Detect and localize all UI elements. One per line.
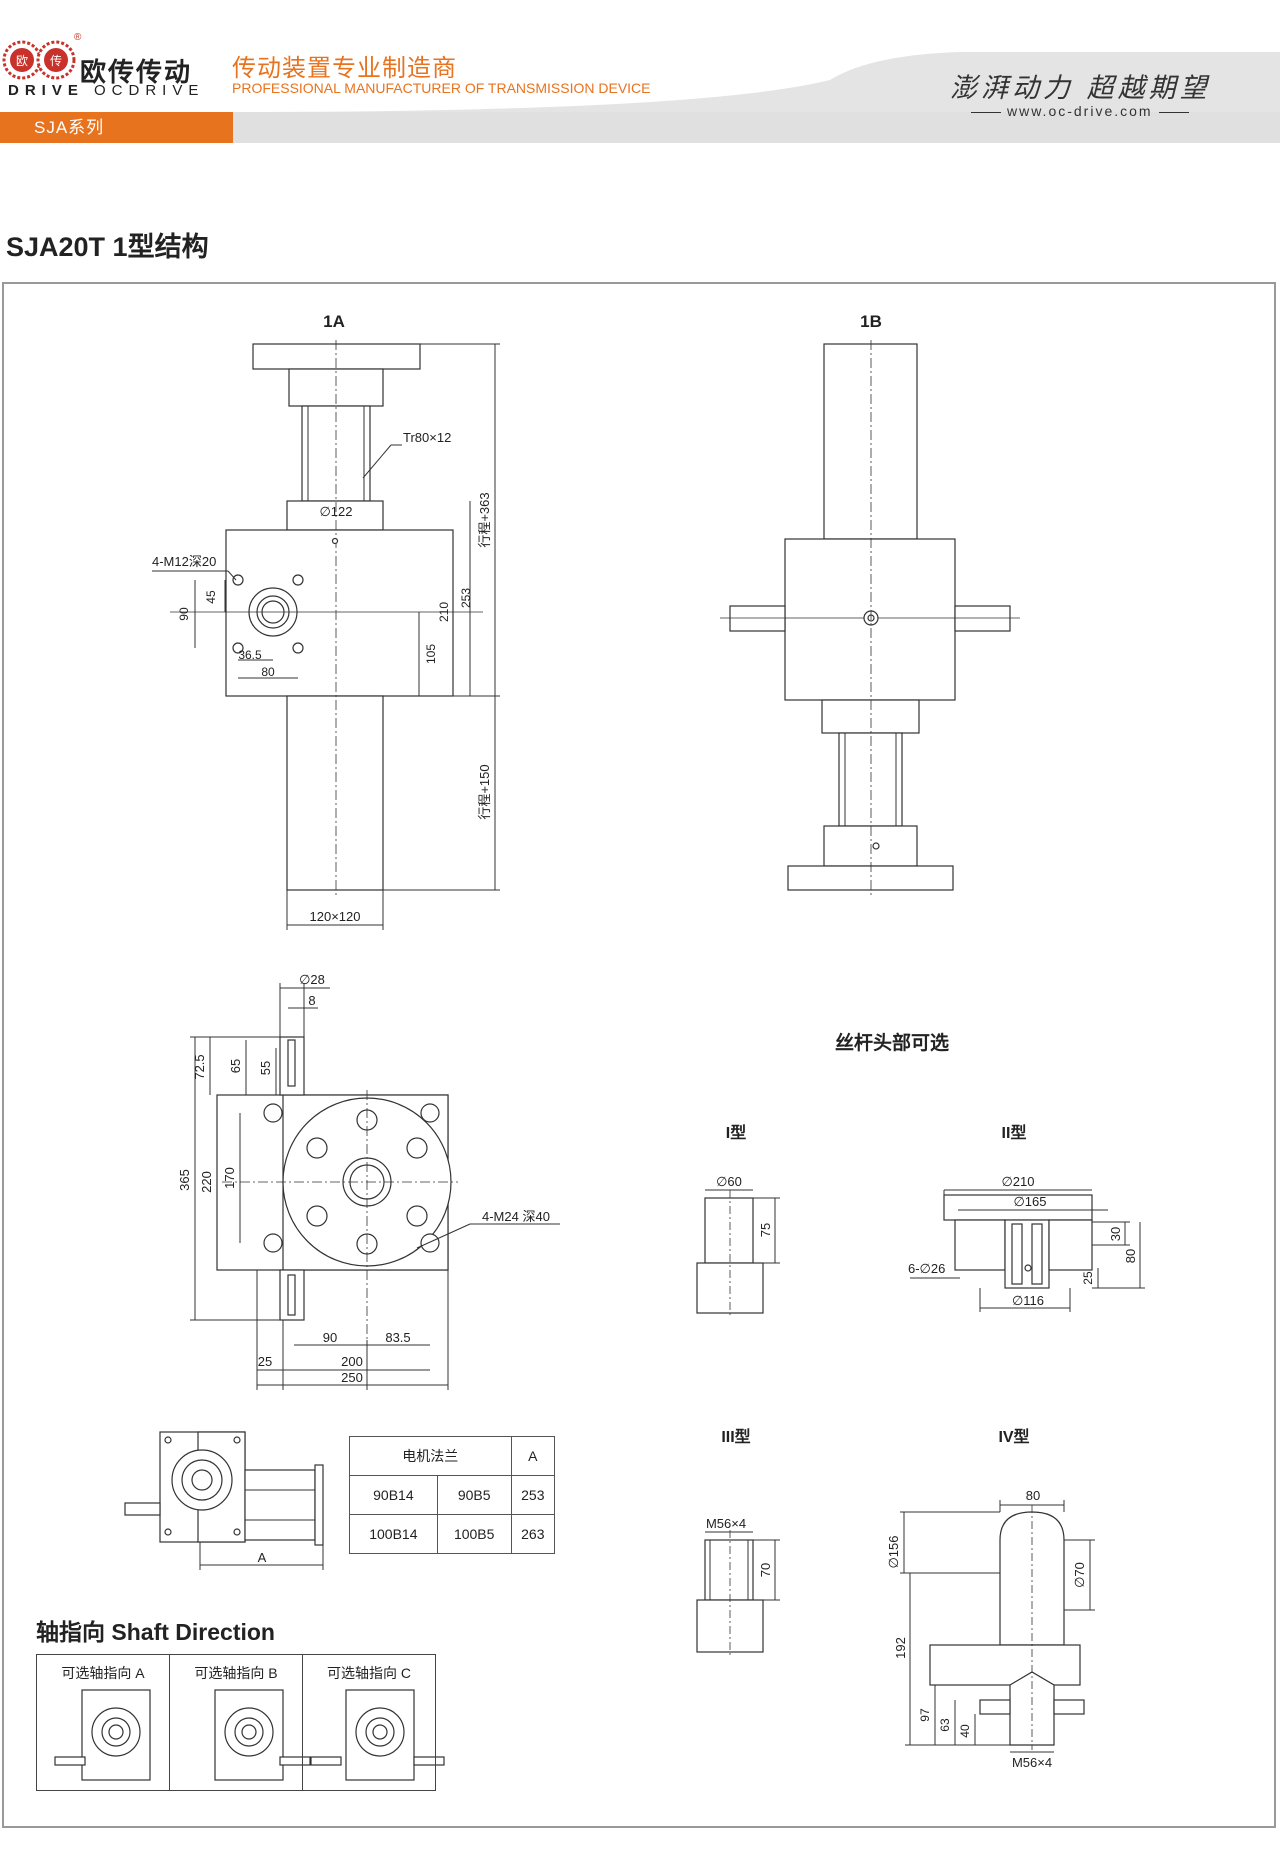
t2-30: 30	[1108, 1227, 1123, 1241]
drawing-frame	[2, 282, 1276, 1828]
website-link[interactable]: www.oc-drive.com	[965, 103, 1195, 119]
dim-105: 105	[424, 644, 438, 664]
dim-65: 65	[228, 1059, 243, 1073]
logo-chinese: 欧传传动	[80, 57, 193, 87]
t4-97: 97	[918, 1708, 932, 1722]
t4-192: 192	[893, 1637, 908, 1659]
dim-55: 55	[258, 1061, 273, 1075]
view-1a-label: 1A	[323, 312, 345, 331]
t2-80: 80	[1123, 1249, 1138, 1263]
dim-36-5: 36.5	[238, 648, 262, 662]
dim-80: 80	[261, 665, 275, 679]
t2-d165: ∅165	[1013, 1194, 1046, 1209]
stroke-363: 行程+363	[477, 492, 492, 547]
tagline-english: PROFESSIONAL MANUFACTURER OF TRANSMISSIO…	[232, 80, 651, 96]
table-cell: 90B5	[436, 1475, 512, 1515]
screw-head-options: 丝杆头部可选 I型 II型 III型 IV型 ∅60 75 ∅210 ∅165 …	[696, 1031, 1145, 1770]
page-title: SJA20T 1型结构	[6, 232, 209, 262]
thread-label: Tr80×12	[403, 430, 451, 445]
series-tab[interactable]: SJA系列	[0, 112, 233, 143]
t2-6d26: 6-∅26	[908, 1261, 945, 1276]
registered-mark: ®	[74, 32, 82, 43]
table-header-flange: 电机法兰	[349, 1436, 512, 1476]
table-cell: 100B5	[436, 1514, 512, 1554]
shaft-option-label: 可选轴指向 B	[194, 1665, 278, 1681]
table-row: 90B14 90B5 253	[349, 1475, 556, 1515]
dim-d122: ∅122	[319, 504, 352, 519]
bolt-m24-label: 4-M24 深40	[482, 1209, 550, 1224]
type3-label: III型	[721, 1428, 750, 1446]
t4-40: 40	[958, 1724, 972, 1738]
dim-72-5: 72.5	[192, 1054, 207, 1079]
t2-25: 25	[1081, 1271, 1095, 1285]
table-header-row: 电机法兰 A	[349, 1436, 556, 1476]
tagline-chinese: 传动装置专业制造商	[232, 55, 457, 82]
table-cell: 263	[510, 1514, 556, 1554]
logo-badge-2: 传	[50, 53, 62, 68]
table-cell: 90B14	[349, 1475, 438, 1515]
table-header-a: A	[510, 1436, 556, 1476]
table-cell: 100B14	[349, 1514, 438, 1554]
dim-d28: ∅28	[299, 972, 325, 987]
t2-d210: ∅210	[1001, 1174, 1034, 1189]
slogan: 澎湃动力 超越期望	[950, 73, 1211, 104]
shaft-direction-drawings	[54, 1689, 445, 1781]
dim-250: 250	[341, 1370, 363, 1385]
view-1a: 1A Tr80×12 ∅122 4-M12深20 45 90 36.5 80	[152, 312, 500, 930]
t3-70: 70	[758, 1563, 773, 1577]
page-header: 欧 传 ® 欧传传动 DRIVE OCDRIVE 传动装置专业制造商 PROFE…	[0, 0, 1280, 145]
screw-head-title: 丝杆头部可选	[835, 1031, 949, 1054]
table-row: 100B14 100B5 263	[349, 1514, 556, 1554]
t4-63: 63	[938, 1718, 952, 1732]
t1-d60: ∅60	[716, 1174, 742, 1189]
dim-45: 45	[204, 590, 218, 604]
t3-m56: M56×4	[706, 1516, 746, 1531]
header-background: 欧 传 ®	[0, 32, 1280, 143]
view-1b-label: 1B	[860, 312, 882, 331]
dim-253: 253	[459, 588, 473, 608]
shaft-option-c[interactable]: 可选轴指向 C	[303, 1655, 435, 1790]
bolt-label: 4-M12深20	[152, 554, 216, 569]
dim-120x120: 120×120	[310, 909, 361, 924]
shaft-direction-box: 可选轴指向 A 可选轴指向 B 可选轴指向 C	[36, 1654, 436, 1791]
dim-200: 200	[341, 1354, 363, 1369]
t4-d70: ∅70	[1072, 1562, 1087, 1588]
motor-flange-table: 电机法兰 A 90B14 90B5 253 100B14 100B5 263	[349, 1436, 556, 1554]
shaft-option-a[interactable]: 可选轴指向 A	[37, 1655, 170, 1790]
logo-gear-icon	[2, 40, 76, 80]
logo-badge-1: 欧	[16, 54, 28, 68]
dim-210: 210	[437, 602, 451, 622]
t4-d156: ∅156	[886, 1535, 901, 1568]
t4-80: 80	[1026, 1488, 1040, 1503]
shaft-option-label: 可选轴指向 A	[61, 1665, 145, 1681]
shaft-option-label: 可选轴指向 C	[327, 1665, 411, 1681]
type1-label: I型	[726, 1124, 746, 1142]
dim-8: 8	[308, 993, 315, 1008]
t1-75: 75	[758, 1223, 773, 1237]
dim-a: A	[258, 1550, 267, 1565]
type4-label: IV型	[998, 1428, 1029, 1446]
dim-90-top: 90	[323, 1330, 337, 1345]
logo-english: DRIVE OCDRIVE	[8, 82, 205, 99]
view-1b: 1B	[720, 312, 1020, 895]
table-cell: 253	[510, 1475, 556, 1515]
stroke-150: 行程+150	[477, 764, 492, 819]
shaft-direction-title: 轴指向 Shaft Direction	[36, 1619, 275, 1645]
type2-label: II型	[1002, 1124, 1027, 1142]
dim-220: 220	[199, 1171, 214, 1193]
t4-m56: M56×4	[1012, 1755, 1052, 1770]
dim-365: 365	[177, 1169, 192, 1191]
dim-170: 170	[222, 1167, 237, 1189]
t2-d116: ∅116	[1012, 1293, 1044, 1308]
dim-83-5: 83.5	[385, 1330, 410, 1345]
dim-90: 90	[177, 607, 191, 621]
view-motor: A	[124, 1431, 324, 1570]
shaft-option-b[interactable]: 可选轴指向 B	[170, 1655, 303, 1790]
dim-25: 25	[258, 1354, 272, 1369]
view-top: ∅28 8 365 72.5 65 55 220 170 4-M24 深40 9…	[177, 972, 560, 1390]
